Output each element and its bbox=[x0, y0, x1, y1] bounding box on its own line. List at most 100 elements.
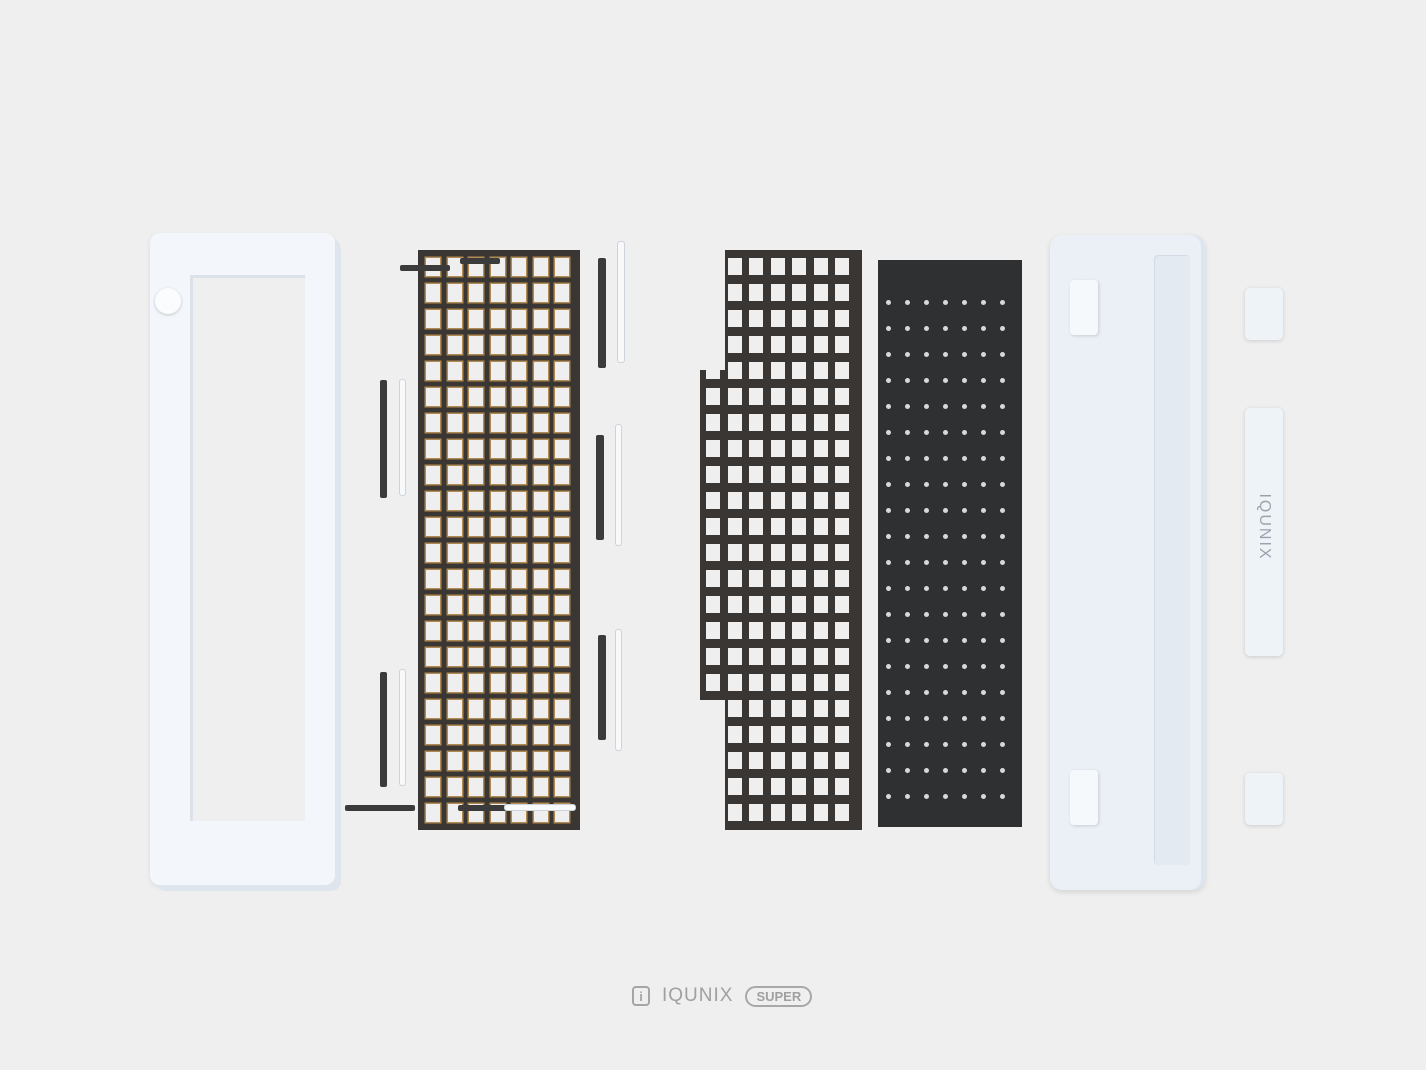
switch-cutout bbox=[490, 414, 505, 432]
pcb-pad bbox=[981, 690, 986, 695]
pcb-pad bbox=[962, 586, 967, 591]
pcb-pad bbox=[981, 638, 986, 643]
switch-cutout bbox=[813, 804, 828, 821]
foam-strip bbox=[598, 258, 606, 368]
switch-cutout bbox=[447, 388, 462, 406]
switch-cutout bbox=[447, 622, 462, 640]
pcb-pad bbox=[886, 508, 891, 513]
switch-cutout bbox=[555, 362, 569, 380]
pcb-pad bbox=[905, 794, 910, 799]
switch-cutout bbox=[469, 752, 483, 770]
switch-cutout bbox=[490, 336, 505, 354]
pcb-pad bbox=[905, 638, 910, 643]
switch-cutout bbox=[749, 466, 763, 483]
switch-cutout bbox=[447, 492, 462, 510]
pcb-pad bbox=[943, 768, 948, 773]
switch-cutout bbox=[835, 440, 849, 457]
footer-logo: i IQUNIX SUPER bbox=[632, 985, 813, 1007]
pcb-pad bbox=[886, 664, 891, 669]
switch-cutout bbox=[447, 362, 462, 380]
switch-cutout bbox=[813, 674, 828, 691]
pcb-pad bbox=[924, 742, 929, 747]
pcb-pad bbox=[905, 742, 910, 747]
pcb-pad bbox=[886, 560, 891, 565]
switch-cutout bbox=[555, 336, 569, 354]
pcb-pad bbox=[962, 456, 967, 461]
switch-cutout bbox=[469, 596, 483, 614]
switch-cutout bbox=[813, 596, 828, 613]
pcb-pad bbox=[1000, 638, 1005, 643]
switch-cutout bbox=[770, 622, 785, 639]
pcb-pad bbox=[943, 326, 948, 331]
switch-cutout bbox=[770, 700, 785, 717]
case-channel bbox=[1154, 255, 1190, 865]
pcb-pad bbox=[886, 534, 891, 539]
pcb-pad bbox=[886, 430, 891, 435]
switch-cutout bbox=[555, 674, 569, 692]
foam-strip bbox=[596, 435, 604, 540]
switch-cutout bbox=[490, 518, 505, 536]
switch-cutout bbox=[749, 414, 763, 431]
switch-cutout bbox=[835, 700, 849, 717]
switch-cutout bbox=[727, 466, 742, 483]
pcb-pad bbox=[1000, 326, 1005, 331]
switch-cutout bbox=[706, 492, 720, 509]
switch-cutout bbox=[792, 440, 806, 457]
switch-cutout bbox=[835, 674, 849, 691]
switch-cutout bbox=[770, 570, 785, 587]
weight: IQUNIX bbox=[1245, 408, 1283, 656]
switch-cutout bbox=[706, 466, 720, 483]
switch-cutout bbox=[469, 778, 483, 796]
switch-cutout bbox=[490, 648, 505, 666]
switch-cutout bbox=[749, 674, 763, 691]
pcb-pad bbox=[886, 482, 891, 487]
switch-cutout bbox=[533, 726, 548, 744]
pcb-pad bbox=[981, 352, 986, 357]
switch-cutout bbox=[727, 622, 742, 639]
pcb-pad bbox=[886, 612, 891, 617]
switch-cutout bbox=[727, 674, 742, 691]
pcb-pad bbox=[1000, 612, 1005, 617]
switch-cutout bbox=[792, 544, 806, 561]
switch-cutout bbox=[835, 284, 849, 301]
pcb-pad bbox=[886, 404, 891, 409]
switch-cutout bbox=[490, 388, 505, 406]
pcb-pad bbox=[981, 794, 986, 799]
switch-cutout bbox=[469, 726, 483, 744]
switch-cutout bbox=[512, 492, 526, 510]
pcb-pad bbox=[943, 664, 948, 669]
gasket-strip bbox=[400, 670, 405, 785]
pcb-pad bbox=[905, 534, 910, 539]
switch-cutout bbox=[512, 752, 526, 770]
switch-cutout bbox=[770, 804, 785, 821]
switch-cutout bbox=[447, 648, 462, 666]
pcb-pad bbox=[924, 482, 929, 487]
pcb-pad bbox=[943, 352, 948, 357]
pcb-pad bbox=[924, 456, 929, 461]
switch-cutout bbox=[447, 544, 462, 562]
pcb-pad bbox=[943, 560, 948, 565]
pcb-pad bbox=[924, 690, 929, 695]
pcb-pad bbox=[981, 560, 986, 565]
switch-cutout bbox=[727, 388, 742, 405]
pcb-pad bbox=[943, 690, 948, 695]
pcb-pad bbox=[943, 456, 948, 461]
switch-cutout bbox=[426, 492, 440, 510]
bottom-case bbox=[1050, 235, 1205, 890]
pcb-pad bbox=[943, 482, 948, 487]
switch-cutout bbox=[813, 518, 828, 535]
switch-cutout bbox=[792, 336, 806, 353]
switch-cutout bbox=[533, 622, 548, 640]
switch-cutout bbox=[555, 596, 569, 614]
switch-cutout bbox=[426, 570, 440, 588]
switch-cutout bbox=[706, 778, 720, 795]
pcb-pad bbox=[905, 378, 910, 383]
switch-cutout bbox=[749, 440, 763, 457]
pcb-pad bbox=[905, 612, 910, 617]
switch-cutout bbox=[426, 518, 440, 536]
pcb-pad bbox=[962, 768, 967, 773]
pcb-pad bbox=[1000, 664, 1005, 669]
switch-cutout bbox=[727, 700, 742, 717]
pcb-pad bbox=[981, 534, 986, 539]
switch-cutout bbox=[835, 310, 849, 327]
